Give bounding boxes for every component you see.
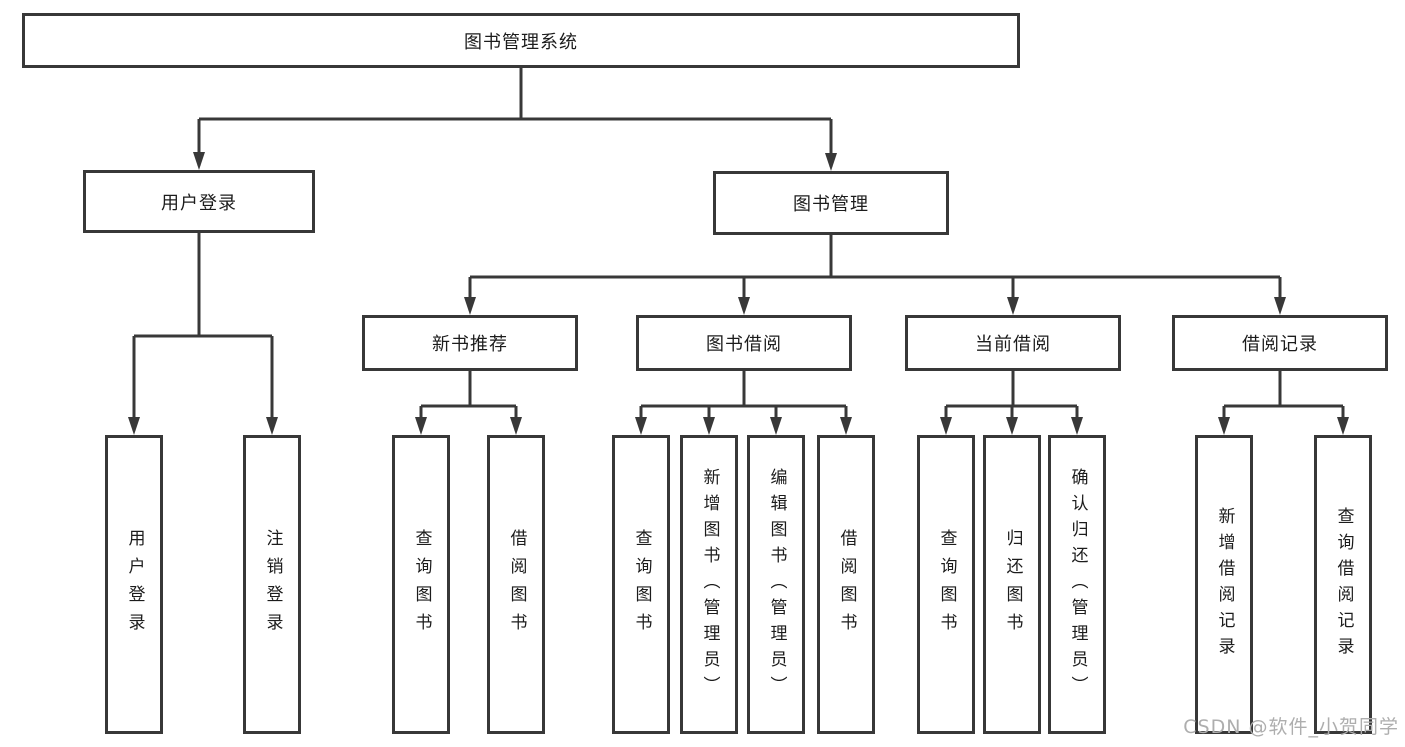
- leaf-borrow-books: 借阅图书: [817, 435, 875, 734]
- node-book-management: 图书管理: [713, 171, 949, 235]
- node-user-login: 用户登录: [83, 170, 315, 233]
- node-library-system: 图书管理系统: [22, 13, 1020, 68]
- leaf-logout: 注销登录: [243, 435, 301, 734]
- leaf-query-books-recommend: 查询图书: [392, 435, 450, 734]
- node-current-borrowing: 当前借阅: [905, 315, 1121, 371]
- leaf-query-books-borrowing: 查询图书: [612, 435, 670, 734]
- leaf-add-book-admin: 新增图书（管理员）: [680, 435, 738, 734]
- leaf-confirm-return-admin: 确认归还（管理员）: [1048, 435, 1106, 734]
- leaf-user-login: 用户登录: [105, 435, 163, 734]
- node-new-book-recommend: 新书推荐: [362, 315, 578, 371]
- watermark: CSDN @软件_小贺同学: [1183, 716, 1399, 738]
- node-borrow-records: 借阅记录: [1172, 315, 1388, 371]
- leaf-borrow-books-recommend: 借阅图书: [487, 435, 545, 734]
- leaf-query-borrow-record: 查询借阅记录: [1314, 435, 1372, 734]
- node-book-borrowing: 图书借阅: [636, 315, 852, 371]
- leaf-return-books: 归还图书: [983, 435, 1041, 734]
- leaf-edit-book-admin: 编辑图书（管理员）: [747, 435, 805, 734]
- leaf-add-borrow-record: 新增借阅记录: [1195, 435, 1253, 734]
- leaf-query-books-current: 查询图书: [917, 435, 975, 734]
